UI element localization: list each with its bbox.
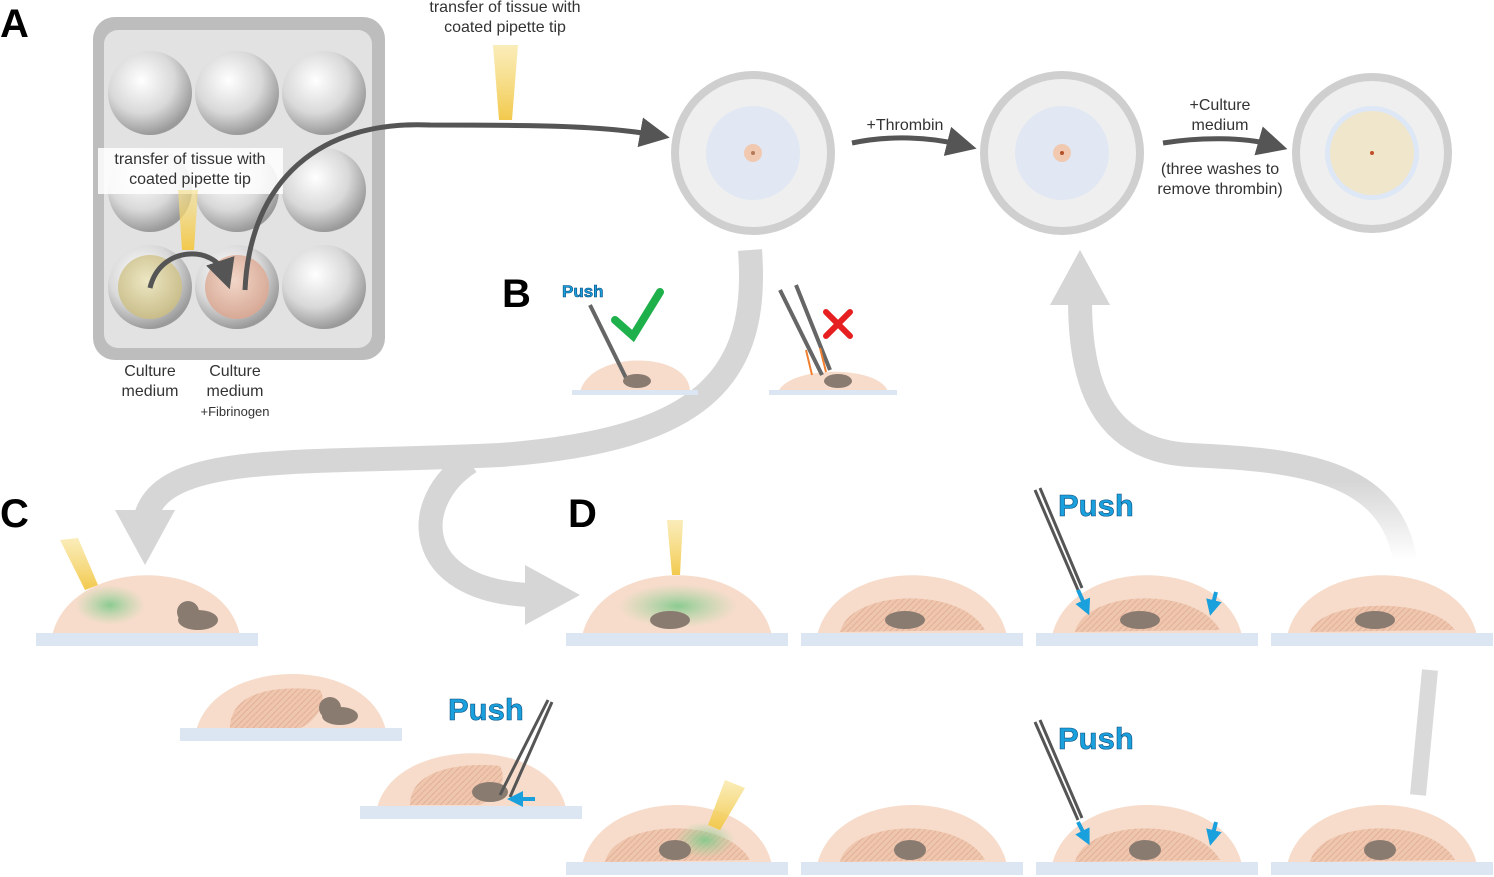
- flow-arrow-b-to-c: [133, 249, 763, 524]
- thrombin-label: +Thrombin: [866, 117, 944, 134]
- push-label-d-top: Push: [1058, 488, 1134, 524]
- panel-label-b: B: [502, 272, 531, 316]
- cross-mark: [823, 309, 853, 339]
- well-label-fibrinogen: Culture medium +Fibrinogen: [190, 362, 280, 422]
- fibrinogen-label: +Fibrinogen: [200, 404, 270, 419]
- well-plate: [93, 17, 385, 360]
- plate-transfer-arrow: [147, 251, 235, 290]
- top-transfer-label: transfer of tissue with coated pipette t…: [429, 0, 581, 36]
- panel-b-wrong: [769, 284, 897, 395]
- panel-b-correct: [572, 304, 698, 395]
- flow-arrow-to-d: [418, 451, 531, 607]
- flow-arrow-head-c: [115, 510, 175, 565]
- well-label-culture: Culture medium: [121, 363, 179, 400]
- culture-arrow: [1162, 126, 1288, 156]
- d-top-4: [1271, 575, 1493, 646]
- check-mark: [611, 288, 664, 343]
- thrombin-arrow: [851, 126, 977, 156]
- d-bottom-3: [1033, 719, 1258, 875]
- panel-label-a: A: [0, 2, 29, 46]
- d-top-2: [801, 575, 1023, 646]
- c-step-1: [36, 538, 258, 646]
- washes-label: (three washes to remove thrombin): [1157, 161, 1283, 198]
- dish-2: [980, 71, 1144, 235]
- well-label-culture-2: Culture medium: [206, 363, 264, 400]
- c-step-3: [360, 699, 582, 819]
- panel-label-d: D: [568, 492, 597, 536]
- flow-arrow-head-d: [525, 565, 580, 625]
- flow-arrow-d-vertical: [1410, 669, 1438, 796]
- d-top-1: [566, 520, 788, 646]
- dish-3: [1292, 73, 1452, 233]
- d-bottom-1: [566, 780, 788, 875]
- culture-medium-label: +Culture medium: [1189, 97, 1251, 134]
- d-top-3: [1033, 487, 1258, 646]
- panel-label-c: C: [0, 492, 29, 536]
- plate-transfer-label: transfer of tissue with coated pipette t…: [114, 151, 266, 188]
- d-bottom-4: [1271, 805, 1493, 875]
- d-bottom-2: [801, 805, 1023, 875]
- top-pipette: [493, 45, 518, 120]
- push-label-d-bottom: Push: [1058, 721, 1134, 757]
- push-label-b: Push: [562, 282, 604, 302]
- dish-1: [671, 71, 835, 235]
- transfer-to-dish-arrow: [242, 117, 670, 291]
- flow-arrow-head-top: [1050, 250, 1110, 305]
- c-step-2: [180, 674, 402, 741]
- flow-arrow-d-to-top: [1068, 299, 1417, 563]
- push-label-c: Push: [448, 692, 524, 728]
